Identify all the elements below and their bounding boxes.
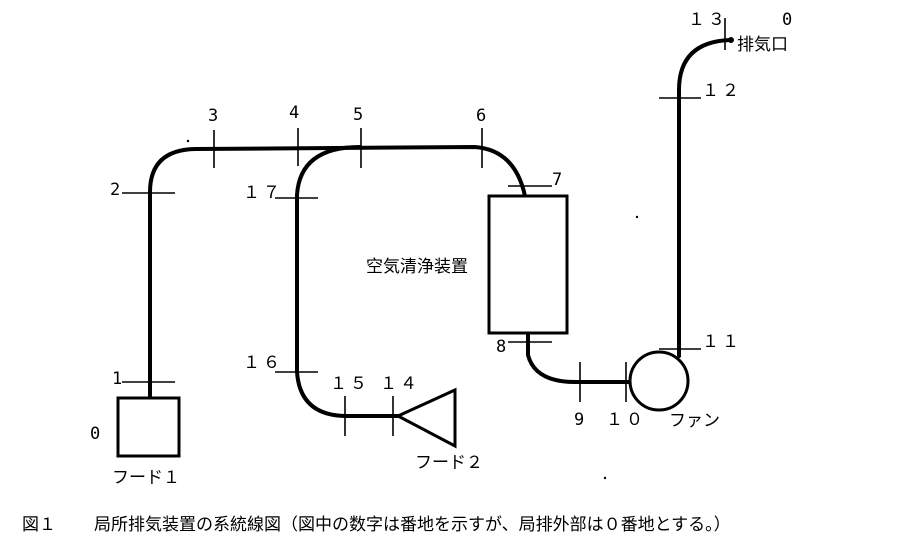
air-cleaner-label: 空気清浄装置 xyxy=(366,257,468,277)
fan-circle xyxy=(628,350,690,412)
fan-label: ファン xyxy=(669,411,720,431)
hood1-box xyxy=(116,396,181,458)
exhaust-system-diagram: 0 1 2 3 4 5 6 7 8 9 １０ １１ １２ １３ 0 １４ １５ … xyxy=(90,10,795,488)
air-cleaner-box xyxy=(487,194,569,335)
address-15: １５ xyxy=(330,374,370,394)
branch-duct xyxy=(295,145,400,418)
address-ticks xyxy=(122,18,726,436)
address-16: １６ xyxy=(243,353,283,373)
main-duct xyxy=(148,145,527,400)
speck xyxy=(603,476,607,480)
address-6: 6 xyxy=(476,106,489,126)
address-10: １０ xyxy=(606,410,646,430)
address-0-hood1: 0 xyxy=(90,424,103,444)
figure-number: 図１ xyxy=(22,515,56,535)
address-14: １４ xyxy=(380,374,420,394)
address-5: 5 xyxy=(353,105,366,125)
address-13: １３ xyxy=(688,10,728,30)
exhaust-point xyxy=(728,37,734,43)
address-12: １２ xyxy=(702,81,742,101)
address-17: １７ xyxy=(243,183,283,203)
address-8: 8 xyxy=(496,337,509,357)
exhaust-label: 排気口 xyxy=(737,35,788,55)
address-3: 3 xyxy=(208,106,221,126)
figure-caption: 図１ 局所排気装置の系統線図（図中の数字は番地を示すが、局排外部は０番地とする。） xyxy=(22,510,892,535)
address-0-exhaust: 0 xyxy=(782,10,795,30)
hood1-label: フード１ xyxy=(112,468,180,488)
address-11: １１ xyxy=(702,332,742,352)
caption-text: 局所排気装置の系統線図（図中の数字は番地を示すが、局排外部は０番地とする。） xyxy=(94,515,731,535)
fan-to-exhaust-duct xyxy=(677,38,732,358)
speck xyxy=(635,215,639,219)
address-7: 7 xyxy=(552,170,565,190)
speck xyxy=(186,139,190,143)
address-2: 2 xyxy=(110,180,123,200)
hood2-label: フード２ xyxy=(415,453,483,473)
address-4: 4 xyxy=(289,103,302,123)
address-1: 1 xyxy=(112,369,125,389)
hood2-triangle xyxy=(394,387,457,449)
address-9: 9 xyxy=(574,410,587,430)
cleaner-to-fan-duct xyxy=(526,331,637,384)
